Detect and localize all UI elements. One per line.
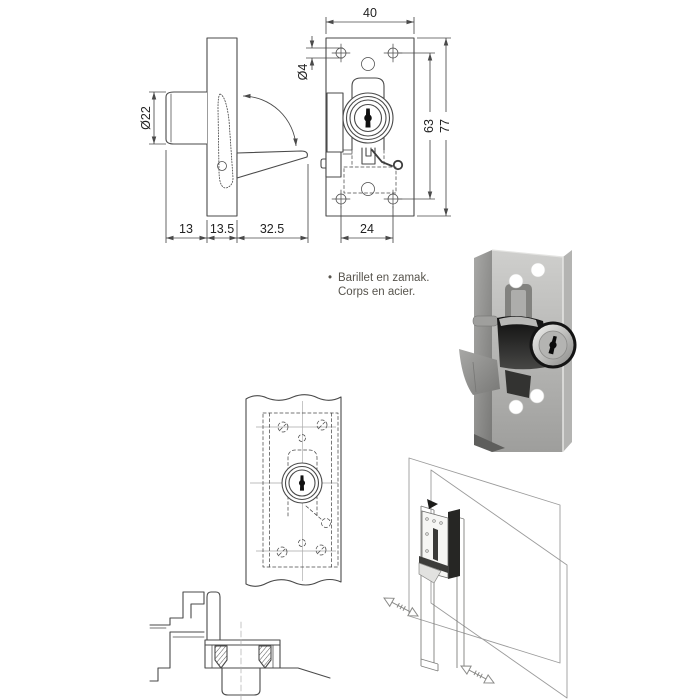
plate-dashed-outline [262,412,339,568]
arrow-left-head-2 [407,606,419,617]
dim-label-o22: Ø22 [139,106,153,130]
screw-right [258,645,272,669]
dim-side-widths: 13 13.5 32.5 [165,150,309,243]
dim-label-77: 77 [438,119,452,133]
dim-label-13-5: 13.5 [210,222,234,236]
cylinder-face-photo [529,321,577,369]
panel-outline [245,394,342,587]
dim-barrel-diameter: Ø22 [139,91,166,145]
note-line-2: Corps en acier. [338,286,415,298]
section-view [149,591,331,700]
glass-pane-front [408,457,561,664]
barrel-side [165,91,207,145]
arrow-left-head-1 [383,597,395,608]
cam-wedge-iso [418,562,442,584]
door-ledge [279,667,331,679]
dim-label-o4: Ø4 [296,64,310,81]
dim-label-40: 40 [363,6,377,20]
rotation-arc-arrow [242,93,298,147]
dim-hole-pitch-horizontal: 24 [340,206,394,243]
dim-plate-height: 77 [417,37,452,217]
iso-install-view [383,457,568,699]
bracket-flange-shadow [474,434,505,452]
slide-direction-arrows [383,597,495,684]
hidden-body-dashed [343,149,397,194]
dim-hole-diameter: Ø4 [296,36,343,80]
dim-plate-width: 40 [325,6,415,34]
cam-lever-front [361,147,404,171]
product-photo [459,249,577,452]
frame-channel-profile [149,631,205,682]
plate-hole-side [217,161,227,171]
front-view-drawing: 40 Ø4 63 77 [296,6,452,243]
lock-plate-side [206,37,238,217]
dim-hole-pitch-vertical: 63 [399,52,436,200]
lock-housing-section [204,639,281,669]
screw-left [214,645,228,669]
lock-assembly-iso [418,499,460,584]
frame-hook-profile [149,591,205,626]
dim-label-63: 63 [422,119,436,133]
lock-back-plate-iso [448,509,460,579]
cam-photo [459,349,500,395]
cylinder-clip-photo [505,370,531,398]
strike-tongue [206,591,221,641]
mounting-holes [331,43,403,209]
cam-bar-iso [419,556,448,573]
cam-dotted-vertical [217,93,234,189]
dim-label-32-5: 32.5 [260,222,284,236]
note-line-1: Barillet en zamak. [338,272,429,284]
bracket-holes [508,262,546,415]
lock-pin [472,315,499,327]
indicator-arrow-iso [427,499,438,509]
dim-label-13: 13 [179,222,193,236]
dim-label-24: 24 [360,222,374,236]
note-bullet: • [328,272,332,284]
glass-pane-back [430,469,568,699]
bracket-left-flange [474,250,492,452]
cam-arm-side [236,150,308,179]
side-view-drawing: Ø22 13 13.5 32.5 [139,37,309,243]
material-notes: • Barillet en zamak. Corps en acier. [328,272,429,298]
panel-install-view [245,394,342,587]
